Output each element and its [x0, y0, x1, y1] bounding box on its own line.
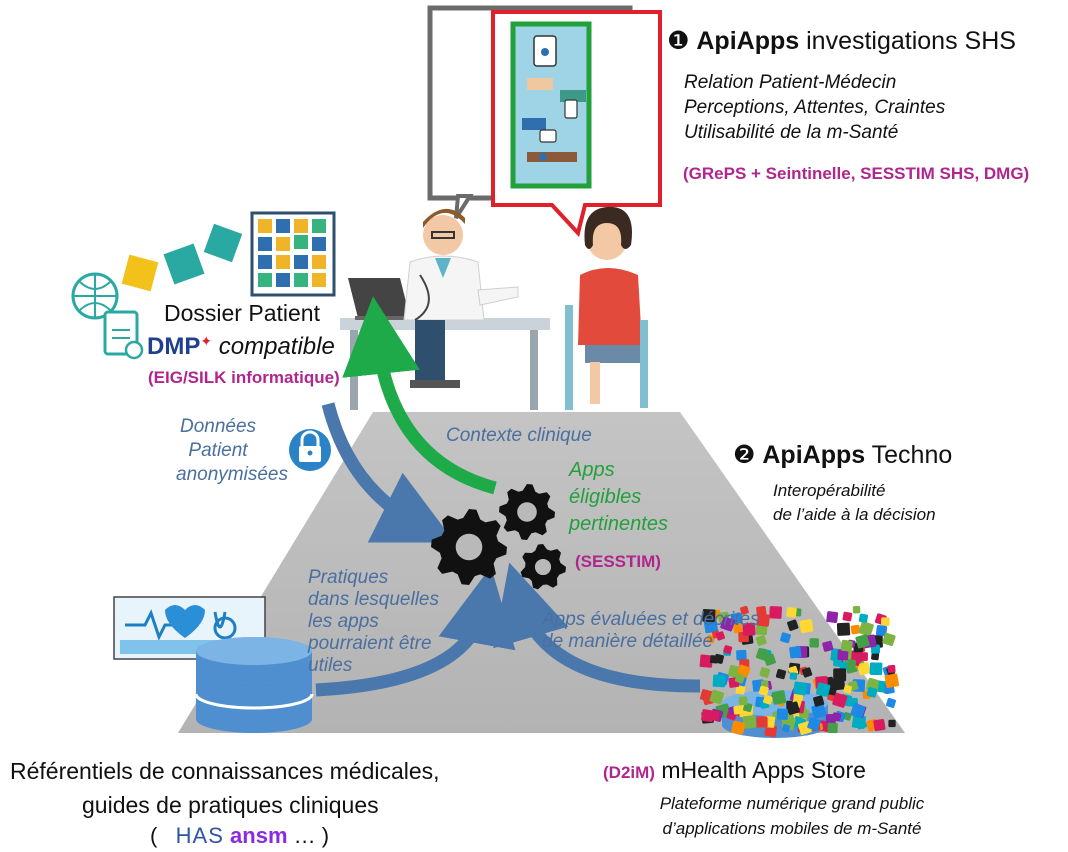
ansm-logo: ansm	[230, 823, 288, 848]
section2-line-1: Interopérabilité	[773, 481, 886, 500]
section1-heading: ❶ ApiApps investigations SHS	[667, 26, 1016, 56]
section1-brand: ApiApps	[696, 27, 800, 55]
referentiels-line-2: guides de pratiques cliniques	[82, 792, 379, 818]
dossier-partner: (EIG/SILK informatique)	[148, 368, 340, 387]
patient-record-icons	[71, 211, 336, 360]
section1-line-1: Relation Patient-Médecin	[684, 72, 897, 93]
section1-line-2: Perceptions, Attentes, Craintes	[684, 97, 946, 118]
section2-title: Techno	[871, 441, 953, 469]
label-sesstim: (SESSTIM)	[575, 552, 661, 571]
section1-lines: Relation Patient-Médecin Perceptions, At…	[684, 70, 945, 145]
label-pratiques: Pratiques dans lesquelles les apps pourr…	[308, 567, 439, 676]
app-icons-cloud	[699, 605, 900, 738]
arrow-contexte-clinique	[342, 296, 497, 495]
section2-brand: ApiApps	[762, 441, 866, 469]
section2-line-2: de l’aide à la décision	[773, 505, 936, 524]
store-lines: Plateforme numérique grand public d’appl…	[646, 791, 938, 841]
store-partner: (D2iM)	[603, 763, 655, 782]
section1-marker: ❶	[667, 27, 690, 55]
referentiels-logos: ( HAS ansm … )	[150, 823, 330, 848]
has-logo: HAS	[175, 823, 224, 848]
arrow-apps-evaluees	[493, 562, 701, 693]
referentiels-line-1: Référentiels de connaissances médicales,	[10, 758, 440, 784]
label-donnees-patient: Données Patient anonymisées	[176, 416, 288, 485]
section1-title: investigations SHS	[806, 27, 1016, 55]
label-apps-eligibles: Apps éligibles pertinentes	[569, 459, 668, 535]
label-contexte-clinique: Contexte clinique	[446, 425, 592, 446]
label-apps-evaluees: Apps évaluées et décrites de manière dét…	[542, 609, 760, 652]
section1-line-3: Utilisabilité de la m-Santé	[684, 122, 899, 143]
dossier-title: Dossier Patient	[164, 300, 320, 326]
section2-marker: ❷	[733, 441, 756, 469]
store-heading: (D2iM) mHealth Apps Store	[603, 757, 866, 784]
dmp-compatible-label: compatible	[218, 333, 335, 360]
arrow-pratiques	[315, 566, 516, 697]
section1-partners: (GRePS + Seintinelle, SESSTIM SHS, DMG)	[683, 164, 1030, 183]
section2-lines: Interopérabilité de l’aide à la décision	[773, 479, 936, 527]
arrow-donnees-patient	[321, 402, 455, 543]
knowledge-database-icon	[194, 637, 314, 733]
lock-icon	[289, 429, 331, 471]
section2-heading: ❷ ApiApps Techno	[733, 440, 952, 470]
store-line-1: Plateforme numérique grand public	[659, 794, 925, 813]
dmp-logo: DMP	[147, 333, 201, 360]
store-line-2: d’applications mobiles de m-Santé	[662, 819, 922, 838]
store-title: mHealth Apps Store	[661, 757, 866, 783]
speech-bubble-red	[491, 10, 662, 238]
dossier-dmp-line: DMP✦ compatible	[147, 333, 335, 360]
decision-gears-icon	[431, 484, 566, 590]
